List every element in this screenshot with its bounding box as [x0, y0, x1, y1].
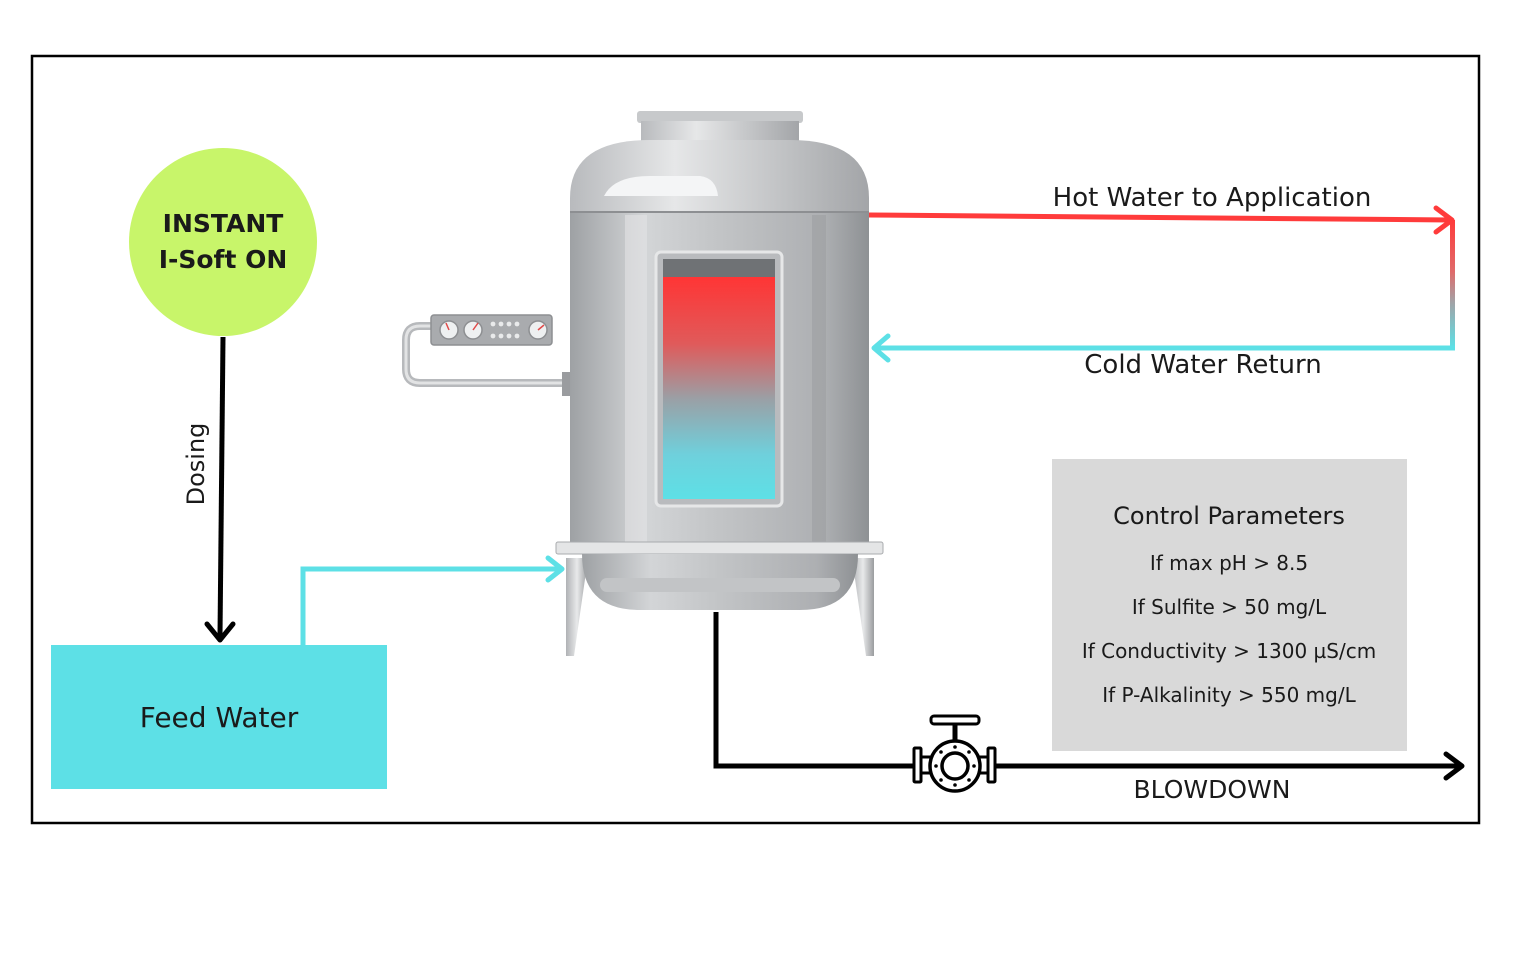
control-item-sulfite: If Sulfite > 50 mg/L	[1132, 595, 1327, 619]
blowdown-pipe	[713, 612, 1465, 781]
control-title: Control Parameters	[1113, 502, 1345, 530]
dosing-label: Dosing	[182, 423, 210, 506]
isoft-line2: I-Soft ON	[159, 245, 288, 274]
feed-water-box: Feed Water	[51, 645, 387, 789]
diagram-frame	[30, 54, 1481, 825]
isoft-node: INSTANT I-Soft ON	[129, 148, 317, 336]
blowdown-label: BLOWDOWN	[1134, 775, 1291, 804]
control-item-conductivity: If Conductivity > 1300 µS/cm	[1082, 639, 1376, 663]
hot-water-label: Hot Water to Application	[1053, 183, 1372, 213]
control-panel-icon	[402, 314, 570, 396]
feed-water-label: Feed Water	[140, 701, 299, 734]
control-item-alkalinity: If P-Alkalinity > 550 mg/L	[1102, 683, 1356, 707]
control-item-ph: If max pH > 8.5	[1150, 551, 1308, 575]
cold-water-pipe	[871, 333, 1455, 363]
hot-water-pipe	[868, 205, 1455, 348]
isoft-line1: INSTANT	[163, 209, 284, 238]
valve-icon	[912, 714, 997, 793]
feed-pipe	[300, 555, 565, 645]
boiler-tank-icon	[555, 111, 884, 656]
cold-water-label: Cold Water Return	[1084, 350, 1321, 380]
dosing-arrow	[204, 336, 236, 643]
control-parameters-box: Control Parameters If max pH > 8.5 If Su…	[1052, 459, 1407, 751]
